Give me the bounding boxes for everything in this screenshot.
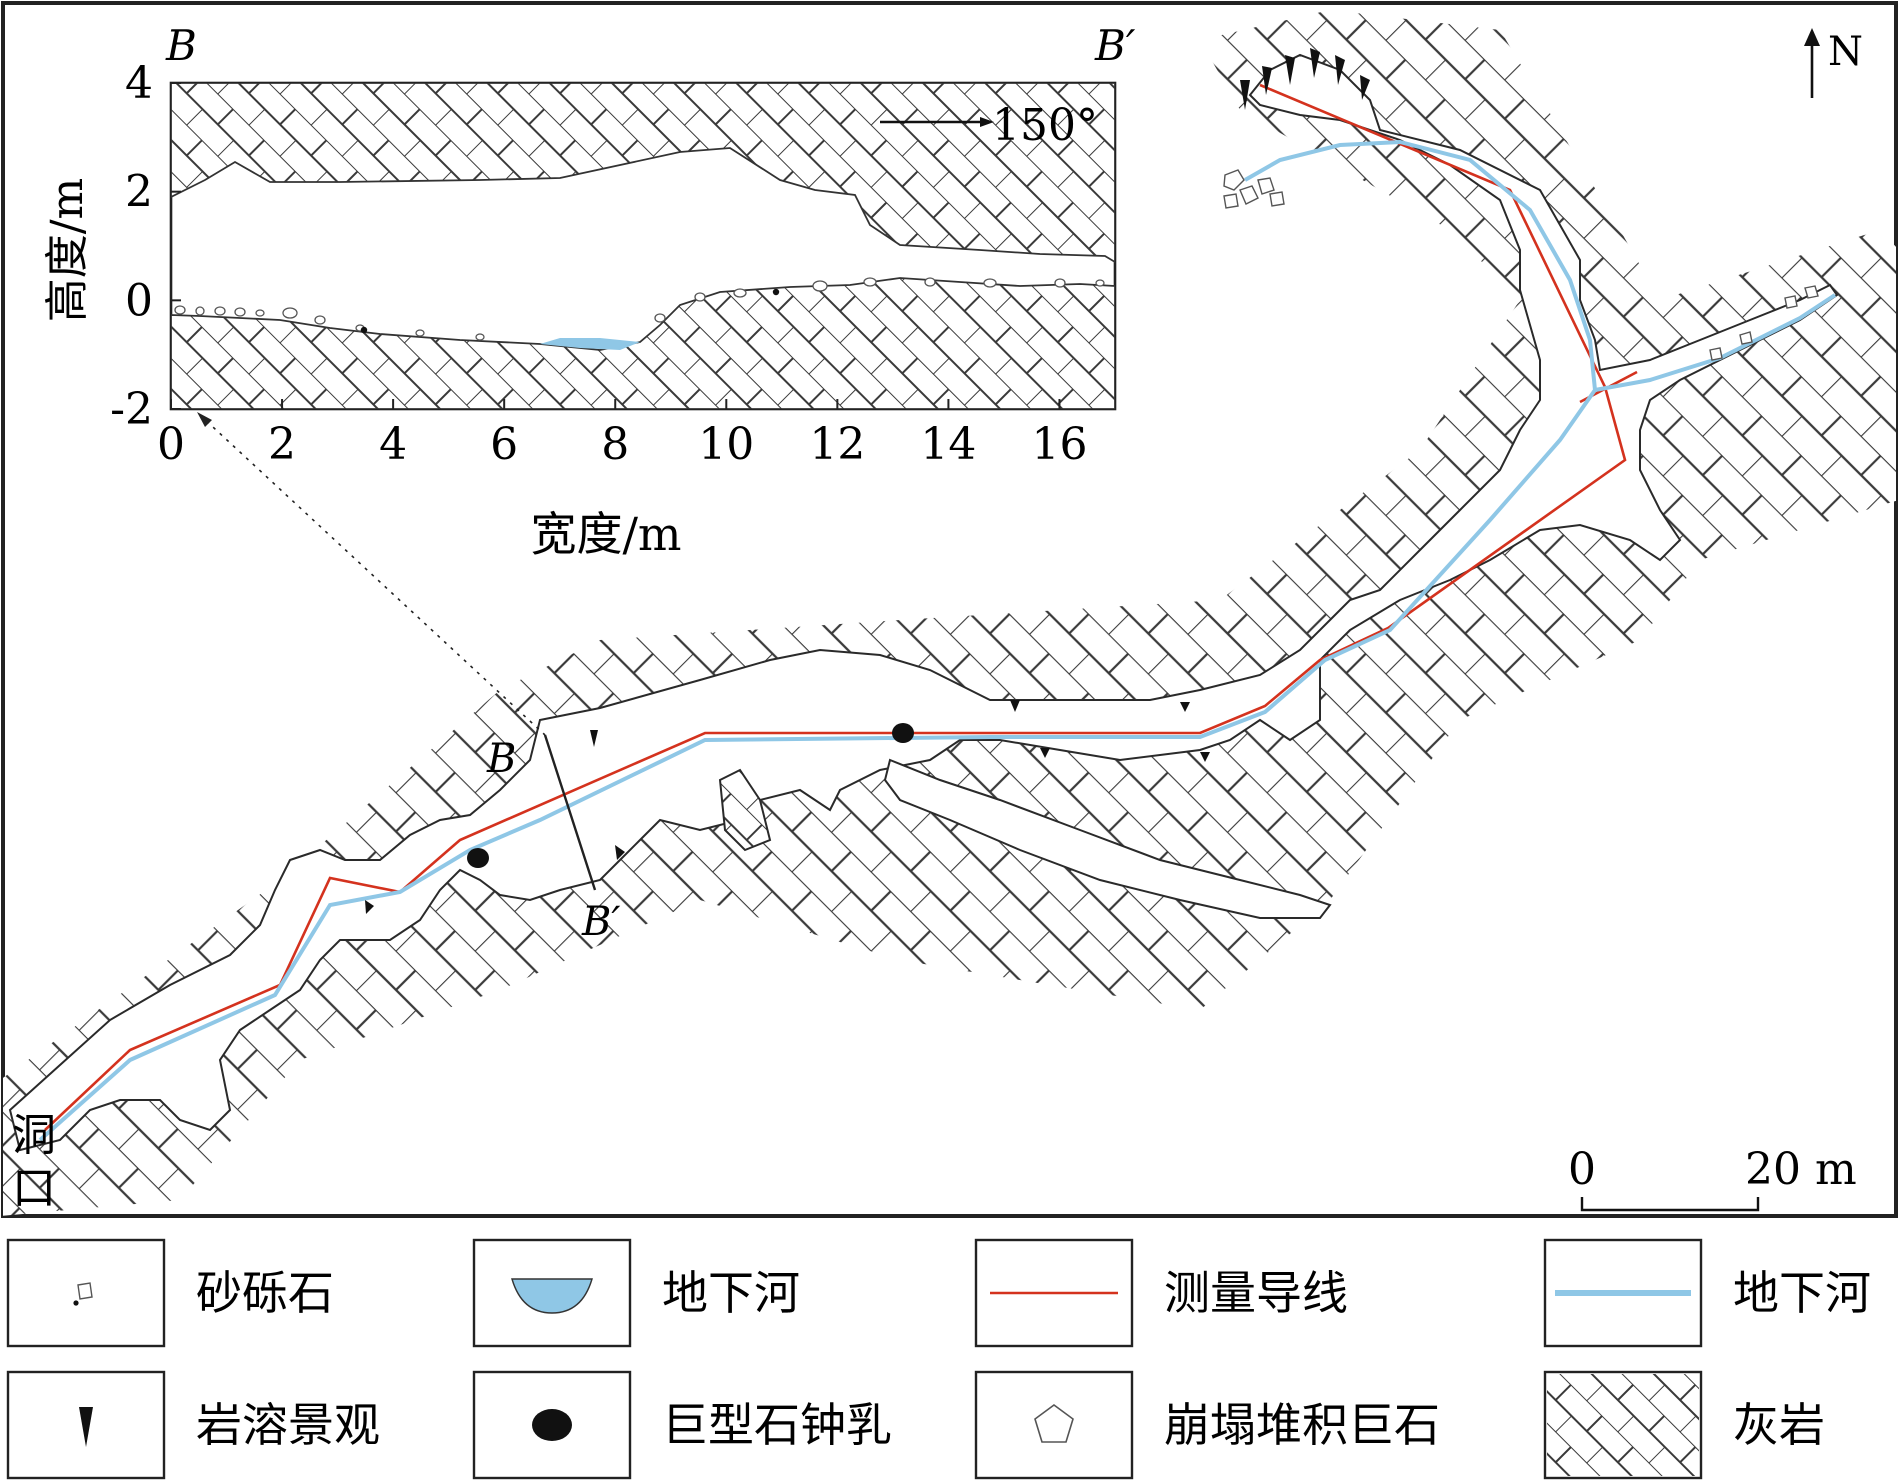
inset-corner-left: B: [165, 21, 197, 70]
legend-item: 测量导线: [974, 1238, 1348, 1348]
scale-zero: 0: [1568, 1144, 1596, 1195]
entrance-label-1: 洞: [12, 1110, 56, 1161]
north-arrowhead: [1804, 28, 1820, 46]
inset-xtick-label: 8: [601, 419, 629, 470]
inset-xtick-label: 14: [920, 419, 976, 470]
river-section-icon: [511, 1278, 593, 1314]
legend-label: 灰岩: [1733, 1398, 1825, 1452]
collapse-boulders: [1223, 169, 1819, 361]
giant-stalactite: [467, 848, 489, 868]
inset-ytick-label: 4: [125, 58, 153, 109]
section-label-start: B: [486, 736, 516, 782]
entrance-label-2: 口: [12, 1163, 56, 1214]
inset-xtick-label: 4: [379, 419, 407, 470]
legend-item: 巨型石钟乳: [472, 1370, 892, 1480]
section-leader: [199, 414, 546, 736]
collapse-boulder-icon: [1034, 1404, 1074, 1443]
inset-ytick-label: -2: [110, 384, 153, 435]
legend-item: 灰岩: [1543, 1370, 1825, 1480]
legend-label: 岩溶景观: [196, 1398, 380, 1452]
giant-stalactite: [892, 723, 914, 743]
karst-feature-icon: [79, 1407, 93, 1447]
inset-section: B B′ 150° 0: [42, 21, 1136, 561]
north-label: N: [1828, 29, 1863, 75]
section-arrowhead: [197, 412, 212, 427]
legend-label: 崩塌堆积巨石: [1164, 1398, 1440, 1452]
inset-xlabel: 宽度/m: [530, 507, 681, 561]
inset-ytick-label: 2: [125, 167, 153, 218]
gravel-icon: [73, 1282, 93, 1306]
limestone-band: [3, 10, 1896, 1216]
legend-item: 崩塌堆积巨石: [974, 1370, 1440, 1480]
inset-xtick-label: 0: [157, 419, 185, 470]
section-label-end: B′: [581, 899, 620, 945]
inset-corner-right: B′: [1094, 21, 1136, 70]
inset-xtick-label: 12: [809, 419, 865, 470]
inset-xtick-label: 10: [698, 419, 754, 470]
inset-river-pool: [540, 338, 640, 350]
legend-item: 地下河: [472, 1238, 800, 1348]
limestone-icon: [1547, 1374, 1699, 1476]
legend-label: 砂砾石: [196, 1266, 334, 1320]
inset-xtick-label: 6: [490, 419, 518, 470]
legend-label: 地下河: [662, 1266, 800, 1320]
cave-plan: [3, 10, 1896, 1216]
inset-ceiling-rock: [171, 83, 1115, 264]
scale-length: 20 m: [1745, 1144, 1857, 1195]
section-line: [543, 734, 597, 891]
survey-line: [44, 83, 1627, 1131]
legend-label: 巨型石钟乳: [662, 1398, 892, 1452]
inset-direction: 150°: [992, 100, 1098, 151]
legend-item: 砂砾石: [6, 1238, 334, 1348]
legend-item: 岩溶景观: [6, 1370, 380, 1480]
inset-xtick-label: 16: [1031, 419, 1087, 470]
legend-item: 地下河: [1543, 1238, 1871, 1348]
inset-gravel: [174, 277, 1105, 341]
scale-bar: [1580, 1197, 1760, 1212]
legend-label: 测量导线: [1164, 1266, 1348, 1320]
direction-arrowhead: [980, 117, 994, 127]
legend-label: 地下河: [1733, 1266, 1871, 1320]
inset-ytick-label: 0: [125, 275, 153, 326]
inset-ylabel: 高度/m: [42, 178, 93, 323]
inset-xtick-label: 2: [268, 419, 296, 470]
cave-passage: [8, 53, 1839, 1152]
underground-river: [38, 139, 1598, 1142]
karst-features: [365, 48, 1370, 914]
giant-stalactite-icon: [532, 1409, 572, 1441]
